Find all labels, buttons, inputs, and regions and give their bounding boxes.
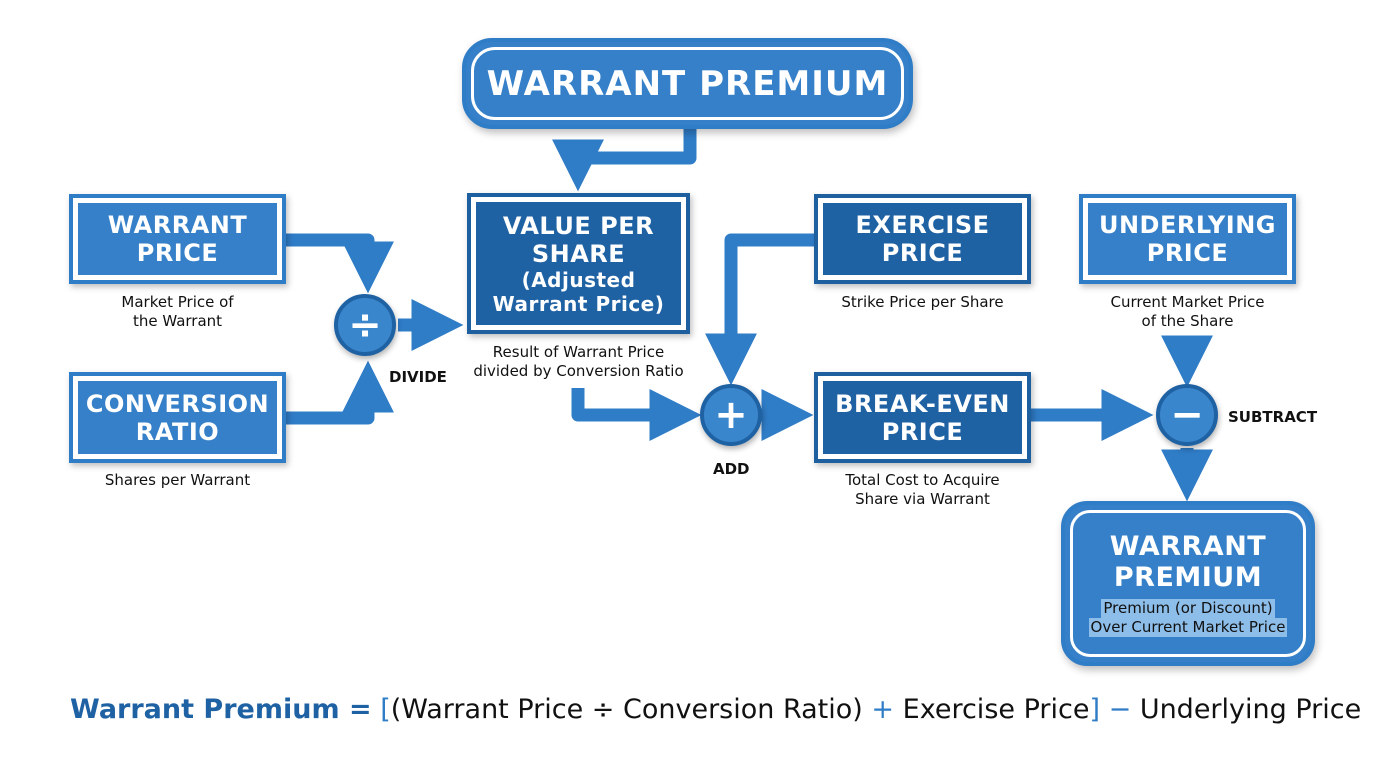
- node-title: VALUE PER: [502, 211, 655, 240]
- node-title: EXERCISE: [855, 211, 990, 239]
- caption-line: Current Market Price: [1110, 293, 1265, 311]
- arrow-title-to-value-per-share: [552, 128, 697, 192]
- node-title: WARRANT: [107, 211, 248, 239]
- formula-close-bracket: ]: [1089, 694, 1100, 725]
- subtract-operator-icon: −: [1156, 384, 1218, 446]
- caption-line: Strike Price per Share: [841, 293, 1004, 311]
- caption-line: Shares per Warrant: [104, 471, 251, 489]
- node-title: CONVERSION: [85, 389, 270, 418]
- caption-line: Share via Warrant: [855, 490, 990, 508]
- caption-line: Premium (or Discount): [1101, 598, 1275, 618]
- divide-label: DIVIDE: [389, 368, 447, 386]
- caption-warrant-price: Market Price of the Warrant: [69, 293, 286, 331]
- node-title: BREAK-EVEN: [835, 389, 1010, 418]
- caption-line: of the Share: [1141, 312, 1234, 330]
- node-title: SHARE: [531, 239, 626, 268]
- formula: Warrant Premium = [(Warrant Price ÷ Conv…: [70, 694, 1361, 725]
- node-warrant-premium-result: WARRANT PREMIUM Premium (or Discount) Ov…: [1061, 501, 1315, 666]
- caption-line: Total Cost to Acquire: [845, 471, 1000, 489]
- result-title: PREMIUM: [1113, 561, 1263, 593]
- node-title: PRICE: [881, 239, 964, 267]
- formula-lead: Warrant Premium =: [70, 694, 372, 725]
- formula-part3: Underlying Price: [1139, 694, 1362, 725]
- node-exercise-price: EXERCISE PRICE: [814, 194, 1031, 284]
- result-caption: Premium (or Discount) Over Current Marke…: [1088, 598, 1288, 637]
- arrow-conversion-ratio-to-divide: [286, 360, 394, 425]
- formula-open-bracket: [: [380, 694, 391, 725]
- node-underlying-price: UNDERLYING PRICE: [1079, 194, 1296, 284]
- formula-part1: (Warrant Price ÷ Conversion Ratio): [390, 694, 863, 725]
- title-text: WARRANT PREMIUM: [471, 47, 904, 120]
- divide-operator-icon: ÷: [334, 294, 396, 356]
- node-conversion-ratio: CONVERSION RATIO: [69, 372, 286, 463]
- caption-conversion-ratio: Shares per Warrant: [69, 471, 286, 490]
- subtract-label: SUBTRACT: [1228, 408, 1318, 426]
- add-operator-icon: +: [700, 384, 762, 446]
- arrow-value-per-share-to-add: [571, 388, 702, 441]
- arrow-warrant-price-to-divide: [286, 233, 394, 294]
- node-title: PRICE: [1146, 239, 1229, 267]
- title-banner: WARRANT PREMIUM: [462, 38, 913, 129]
- formula-plus: +: [871, 694, 895, 725]
- node-title: PRICE: [881, 417, 964, 446]
- node-title: PRICE: [136, 239, 219, 267]
- caption-value-per-share: Result of Warrant Price divided by Conve…: [455, 343, 702, 381]
- caption-break-even-price: Total Cost to Acquire Share via Warrant: [800, 471, 1045, 509]
- caption-line: the Warrant: [132, 312, 223, 330]
- caption-line: Result of Warrant Price: [492, 343, 665, 361]
- caption-line: Market Price of: [121, 293, 234, 311]
- caption-line: Over Current Market Price: [1088, 617, 1288, 637]
- node-subtitle: (Adjusted: [521, 267, 636, 292]
- node-subtitle: Warrant Price): [492, 291, 665, 316]
- caption-line: divided by Conversion Ratio: [473, 362, 684, 380]
- arrow-exercise-price-to-add: [705, 233, 814, 386]
- node-break-even-price: BREAK-EVEN PRICE: [814, 372, 1031, 463]
- node-value-per-share: VALUE PER SHARE (Adjusted Warrant Price): [467, 193, 690, 334]
- result-title: WARRANT: [1109, 530, 1267, 562]
- node-warrant-price: WARRANT PRICE: [69, 194, 286, 284]
- formula-minus: −: [1108, 694, 1132, 725]
- add-label: ADD: [713, 460, 750, 478]
- node-title: UNDERLYING: [1098, 211, 1277, 239]
- caption-underlying-price: Current Market Price of the Share: [1065, 293, 1310, 331]
- node-title: RATIO: [135, 417, 220, 446]
- formula-part2: Exercise Price: [902, 694, 1090, 725]
- caption-exercise-price: Strike Price per Share: [800, 293, 1045, 312]
